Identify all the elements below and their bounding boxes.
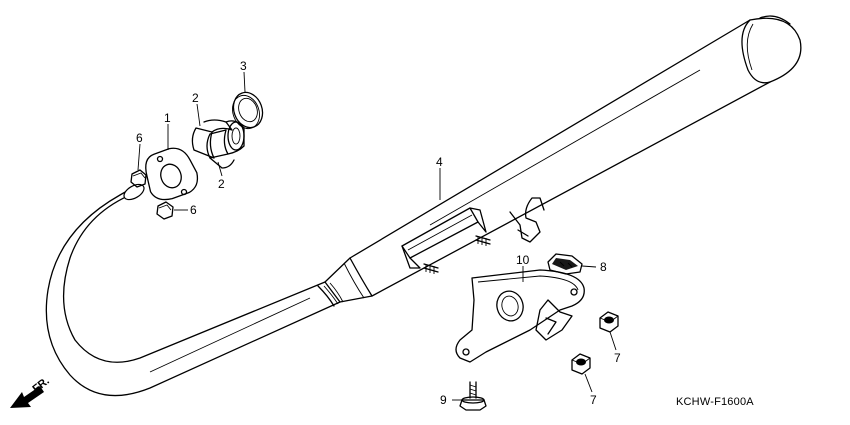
callout-4: 4 xyxy=(436,155,443,169)
callout-2-lower: 2 xyxy=(218,177,225,191)
collar-halves xyxy=(191,119,245,169)
rubber-mount xyxy=(547,253,583,275)
exhaust-gasket xyxy=(232,91,264,130)
plate-nut-upper xyxy=(599,311,619,333)
flange-nut-lower xyxy=(156,201,174,220)
exhaust-pipe xyxy=(45,183,344,397)
callout-6-upper: 6 xyxy=(136,131,143,145)
muffler-mount-plate xyxy=(455,269,585,363)
callout-9: 9 xyxy=(440,393,447,407)
leader-lines xyxy=(137,71,617,401)
callout-3: 3 xyxy=(240,59,247,73)
callout-10: 10 xyxy=(516,253,530,267)
callout-1: 1 xyxy=(164,111,171,125)
callout-2-upper: 2 xyxy=(192,91,199,105)
front-direction-arrow: FR. xyxy=(10,375,52,408)
callout-7-upper: 7 xyxy=(614,351,621,365)
exhaust-flange xyxy=(145,147,199,201)
mounting-bolt xyxy=(459,381,487,411)
muffler-bracket xyxy=(401,207,491,274)
callout-7-lower: 7 xyxy=(590,393,597,407)
callout-6-lower: 6 xyxy=(190,203,197,217)
plate-nut-lower xyxy=(571,353,591,375)
muffler-body xyxy=(324,15,802,303)
callout-8: 8 xyxy=(600,260,607,274)
flange-nut-upper xyxy=(130,169,147,188)
diagram-code: KCHW-F1600A xyxy=(676,396,754,408)
hanger-clip xyxy=(509,197,545,243)
